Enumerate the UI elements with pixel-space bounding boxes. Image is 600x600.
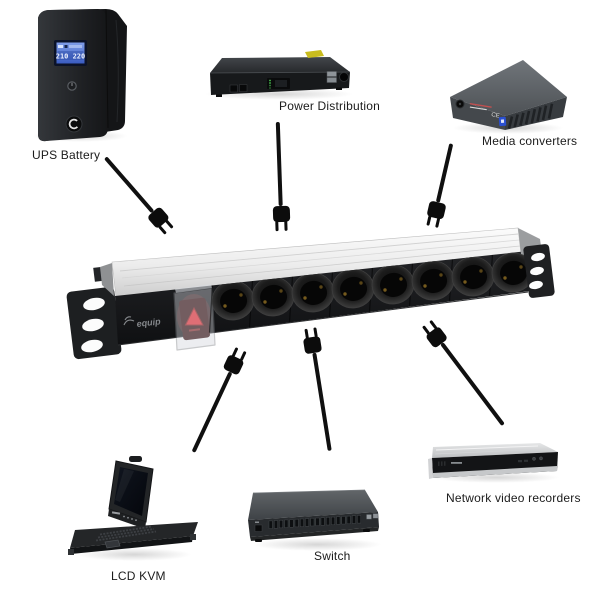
ups-brand-logo (65, 115, 83, 133)
switch-brand-mark (255, 521, 259, 523)
kvm-handle (129, 456, 142, 462)
pdu-left-rack-ear (66, 286, 122, 360)
power-cord (436, 143, 454, 203)
kvm-keyboard-tray (70, 522, 198, 548)
media-converters-label: Media converters (482, 134, 578, 148)
nvr-brand-mark (451, 462, 462, 464)
drop-shadow (252, 538, 382, 551)
pd-rj45-port (326, 77, 337, 83)
pdu-left-end-cap (100, 263, 114, 296)
nvr-button (539, 456, 543, 461)
pd-rj45-port (326, 71, 337, 77)
pdu-power-switch (173, 284, 216, 351)
switch-uplink-port (372, 513, 379, 519)
pdu-right-rack-ear (523, 244, 555, 298)
mc-ce-mark: CE (491, 112, 500, 120)
pdu-graphic: equip (66, 227, 555, 360)
ups-lcd-display: 210 220 (54, 40, 87, 66)
lcd-kvm-label: LCD KVM (111, 569, 166, 583)
pd-round-connector (339, 72, 349, 82)
ups-lcd-text: 210 220 (56, 53, 86, 61)
lcd-kvm-image (68, 452, 202, 569)
nvr-usb-port (524, 459, 528, 462)
switch-top-face (248, 490, 378, 520)
nvr-bottom-strip (433, 466, 557, 478)
nvr-left-cap (428, 458, 433, 479)
pdu-power-strip: equip (40, 215, 560, 405)
kvm-rail (68, 549, 74, 555)
pd-ethernet-port (229, 84, 238, 93)
equip-logo: equip (123, 316, 162, 329)
kvm-tray-front (70, 536, 193, 554)
nvr-front-details (438, 456, 543, 466)
ups-battery-label: UPS Battery (32, 148, 101, 162)
power-distribution-image (196, 40, 364, 109)
equip-logo-text: equip (136, 316, 161, 329)
ups-power-button (67, 81, 77, 91)
kvm-rail (190, 534, 196, 540)
nvr-image (426, 438, 564, 495)
switch-uplink-port (366, 514, 372, 520)
switch-safety-cover (173, 287, 216, 351)
pd-top-face (210, 57, 350, 73)
pd-ethernet-port (239, 84, 248, 92)
switch-bottom (250, 527, 379, 541)
nvr-label: Network video recorders (446, 491, 581, 505)
switch-console-port (254, 524, 263, 532)
pdu-sockets (208, 252, 530, 333)
pdu-aluminum-top (111, 227, 522, 298)
mc-top-face (450, 60, 567, 116)
pd-led-display (267, 78, 290, 89)
power-cord (275, 121, 283, 207)
power-distribution-label: Power Distribution (279, 99, 380, 113)
drop-shadow (76, 548, 192, 561)
nvr-button (532, 456, 536, 461)
drop-shadow (432, 472, 560, 483)
mc-vent-slots (507, 103, 554, 129)
switch-label: Switch (314, 549, 351, 563)
kvm-keyboard-keys (95, 525, 157, 542)
nvr-usb-port (518, 460, 522, 463)
pd-yellow-sticker (305, 50, 324, 58)
power-cord (104, 156, 155, 214)
ups-battery-image: 210 220 (28, 6, 132, 153)
mc-label-line (469, 106, 487, 111)
equip-logo-icon (123, 316, 135, 326)
mc-label-line (469, 103, 492, 108)
mc-brand-badge (498, 116, 507, 127)
media-converter-image: CE (446, 54, 572, 141)
kvm-osd-buttons (108, 509, 146, 529)
switch-ports (268, 515, 362, 529)
mc-power-jack (455, 99, 465, 109)
kvm-screen (114, 467, 148, 516)
plug-prong (283, 220, 288, 231)
warning-triangle-icon (184, 306, 204, 326)
plug-body (272, 205, 290, 223)
switch-image (243, 483, 385, 558)
kvm-touchpad (104, 539, 121, 549)
